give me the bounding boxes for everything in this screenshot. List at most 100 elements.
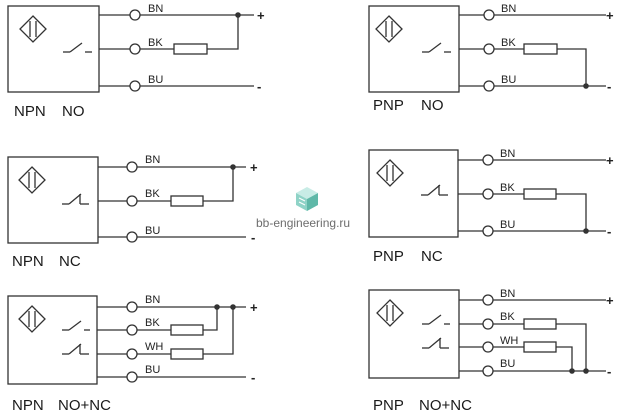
- diagram-npn-no: BN BK BU + - NPN NO: [7, 3, 265, 120]
- wire-label: BN: [500, 288, 515, 300]
- contact-mode-label: NC: [59, 253, 81, 270]
- output-type-label: PNP: [373, 397, 404, 414]
- terminal: [482, 225, 494, 237]
- wire-lines: [459, 299, 606, 372]
- wire-label: BK: [148, 37, 163, 49]
- wire-lines: [459, 14, 606, 87]
- wire-label: WH: [145, 341, 163, 353]
- wire-label: BN: [145, 294, 160, 306]
- wire-lines: [99, 14, 254, 87]
- terminal: [482, 188, 494, 200]
- load-resistor: [170, 348, 204, 360]
- load-resistor: [170, 324, 204, 336]
- sensor-body: [7, 156, 99, 244]
- wire-label: BU: [500, 358, 515, 370]
- junction-dot: [569, 368, 575, 374]
- plus-sign: +: [250, 300, 258, 315]
- minus-sign: -: [251, 370, 255, 385]
- minus-sign: -: [251, 230, 255, 245]
- terminal: [483, 43, 495, 55]
- diagram-npn-nc: BN BK BU + - NPN NC: [7, 154, 258, 270]
- no-switch-icon: [63, 42, 92, 53]
- watermark-logo-icon: [296, 187, 318, 211]
- minus-sign: -: [607, 224, 611, 239]
- no-switch-icon: [422, 314, 450, 325]
- plus-sign: +: [257, 8, 265, 23]
- plus-sign: +: [250, 160, 258, 175]
- load-resistor: [523, 43, 558, 55]
- wire-label: BN: [500, 148, 515, 160]
- nc-switch-icon: [62, 343, 89, 355]
- wire-lines: [458, 159, 606, 232]
- diagram-pnp-no-nc: BN BK WH BU + - PNP NO+NC: [368, 288, 614, 414]
- output-type-label: NPN: [14, 103, 46, 120]
- sensor-body: [368, 289, 460, 379]
- diagram-pnp-no: BN BK BU + - PNP NO: [368, 3, 614, 114]
- load-resistor: [523, 188, 557, 200]
- watermark-text: bb-engineering.ru: [256, 216, 350, 230]
- wire-label: BU: [145, 225, 160, 237]
- terminal: [129, 43, 141, 55]
- sensor-symbol-icon: [18, 305, 46, 333]
- load-resistor: [523, 341, 557, 353]
- load-resistor: [170, 195, 204, 207]
- terminal: [482, 318, 494, 330]
- output-type-label: NPN: [12, 397, 44, 414]
- contact-mode-label: NO: [62, 103, 85, 120]
- no-switch-icon: [62, 320, 90, 331]
- output-type-label: PNP: [373, 248, 404, 265]
- sensor-symbol-icon: [375, 15, 403, 43]
- diagram-pnp-nc: BN BK BU + - PNP NC: [368, 148, 614, 265]
- contact-mode-label: NO: [421, 97, 444, 114]
- sensor-body: [368, 5, 460, 93]
- plus-sign: +: [606, 153, 614, 168]
- wire-label: BU: [145, 364, 160, 376]
- terminal: [482, 365, 494, 377]
- terminal: [126, 195, 138, 207]
- terminal: [482, 154, 494, 166]
- watermark: bb-engineering.ru: [256, 187, 350, 230]
- terminal: [482, 294, 494, 306]
- junction-dot: [230, 304, 236, 310]
- terminal: [129, 80, 141, 92]
- wire-label: BN: [145, 154, 160, 166]
- terminal: [126, 301, 138, 313]
- minus-sign: -: [607, 364, 611, 379]
- output-type-label: NPN: [12, 253, 44, 270]
- nc-switch-icon: [62, 193, 89, 205]
- wire-label: BK: [500, 182, 515, 194]
- load-resistor: [523, 318, 557, 330]
- contact-mode-label: NC: [421, 248, 443, 265]
- wire-label: BU: [148, 74, 163, 86]
- terminal: [483, 9, 495, 21]
- sensor-symbol-icon: [376, 159, 404, 187]
- wire-label: BK: [145, 188, 160, 200]
- junction-dot: [230, 164, 236, 170]
- terminal: [483, 80, 495, 92]
- terminal: [126, 231, 138, 243]
- terminal: [129, 9, 141, 21]
- junction-dot: [583, 83, 589, 89]
- junction-dot: [583, 228, 589, 234]
- terminal: [482, 341, 494, 353]
- junction-dot: [235, 12, 241, 18]
- wire-label: BK: [501, 37, 516, 49]
- wire-label: BK: [500, 311, 515, 323]
- wire-label: BN: [501, 3, 516, 15]
- wire-label: BU: [501, 74, 516, 86]
- load-resistor: [173, 43, 208, 55]
- contact-mode-label: NO+NC: [58, 397, 111, 414]
- wire-label: BU: [500, 219, 515, 231]
- plus-sign: +: [606, 293, 614, 308]
- sensor-symbol-icon: [19, 15, 47, 43]
- terminal: [126, 371, 138, 383]
- output-type-label: PNP: [373, 97, 404, 114]
- junction-dot: [214, 304, 220, 310]
- minus-sign: -: [257, 79, 261, 94]
- diagram-npn-no-nc: BN BK WH BU + - NPN NO+NC: [7, 294, 258, 414]
- minus-sign: -: [607, 79, 611, 94]
- wire-lines: [97, 306, 246, 378]
- no-switch-icon: [422, 42, 451, 53]
- nc-switch-icon: [421, 184, 448, 196]
